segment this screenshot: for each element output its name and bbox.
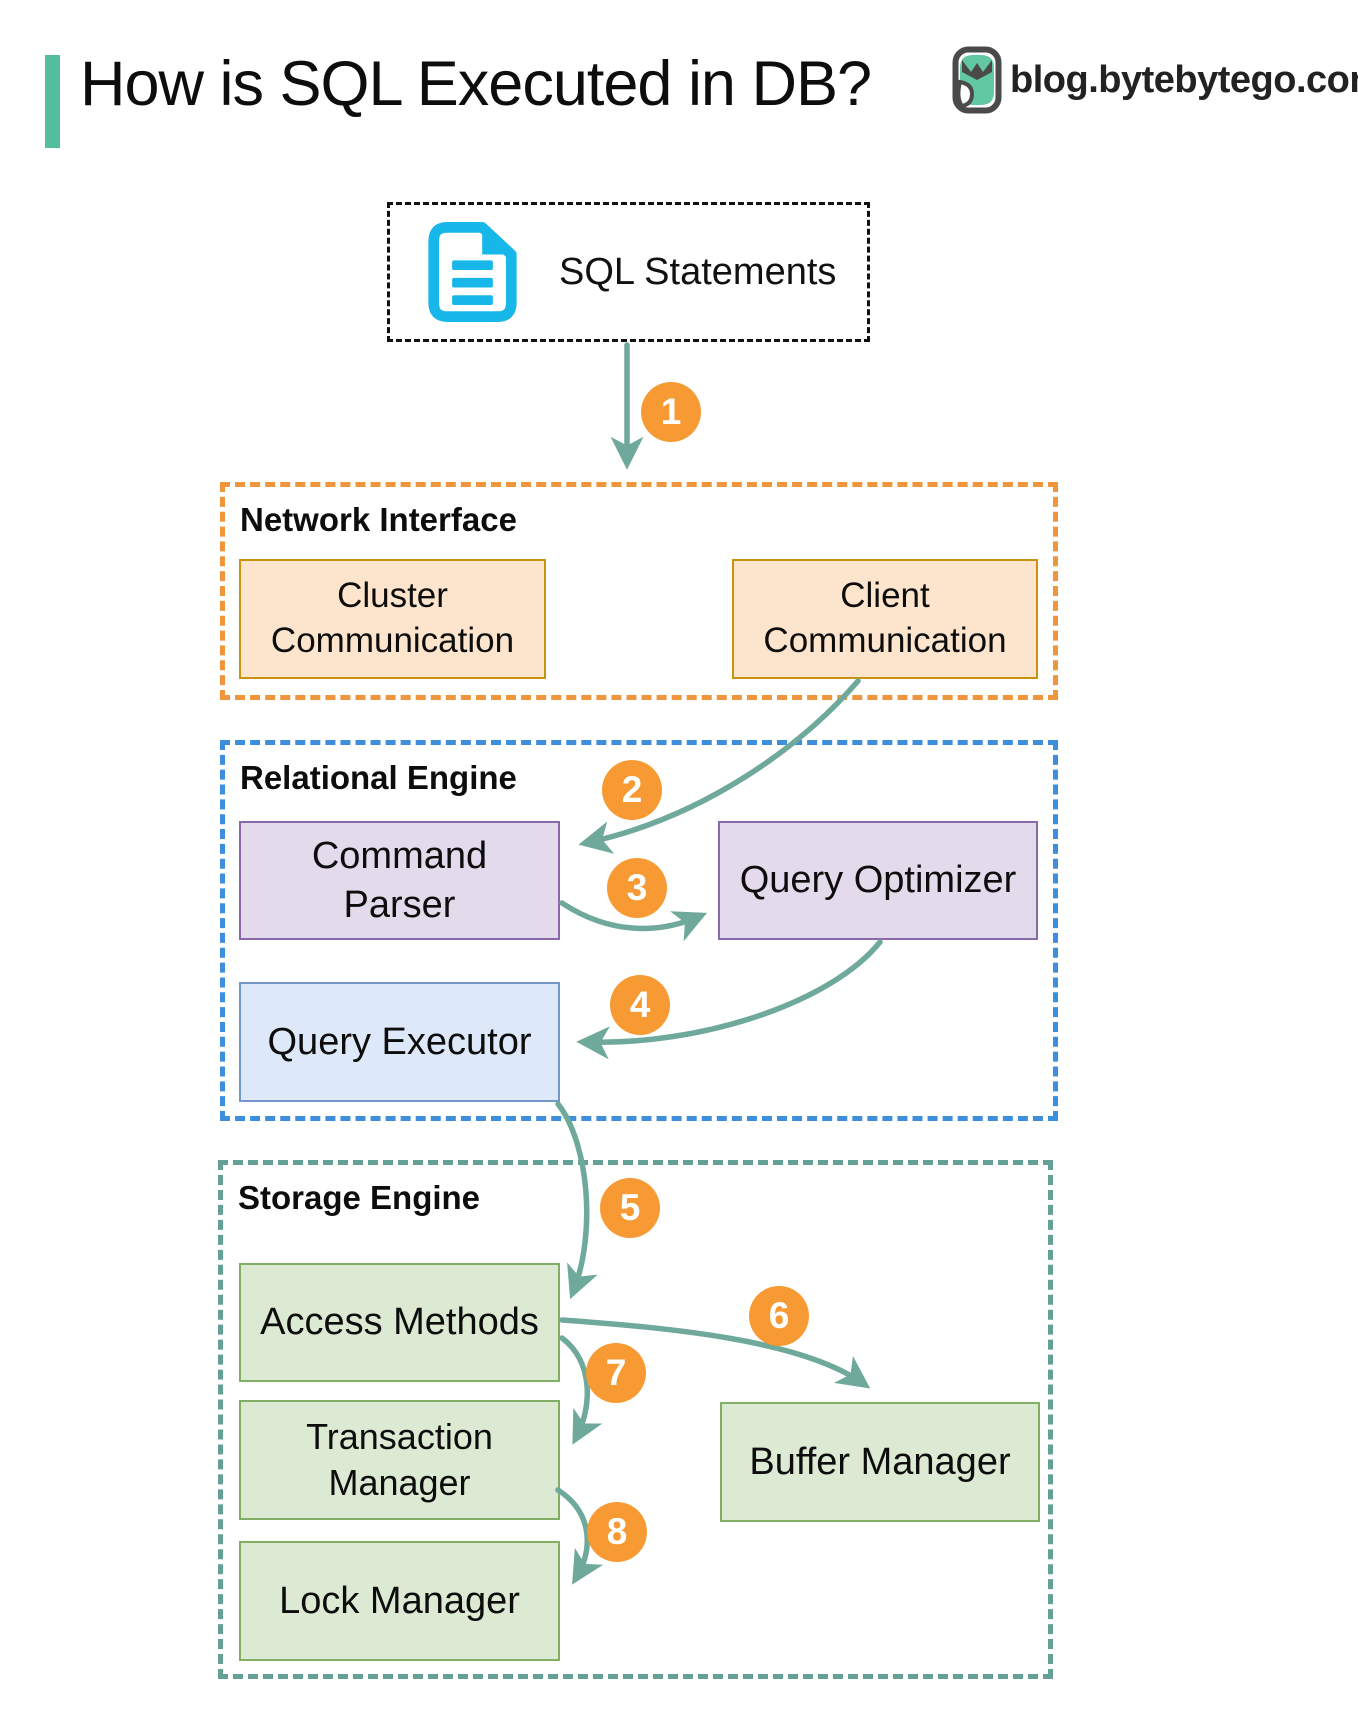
brand: blog.bytebytego.com (952, 46, 1358, 114)
query-executor-box: Query Executor (239, 982, 560, 1102)
relational-engine-title: Relational Engine (240, 759, 517, 796)
step-badge-1: 1 (641, 382, 701, 442)
lock-manager-box: Lock Manager (239, 1541, 560, 1661)
brand-site-text: blog.bytebytego.com (1010, 58, 1358, 101)
step-badge-3: 3 (607, 858, 667, 918)
sql-statements-box: SQL Statements (387, 202, 870, 342)
title-accent-bar (45, 55, 60, 148)
sql-document-icon (428, 222, 517, 322)
page-title: How is SQL Executed in DB? (80, 49, 872, 119)
storage-engine-section: Storage Engine (218, 1160, 1053, 1679)
bytebytego-logo-icon (952, 46, 1002, 114)
step-badge-4: 4 (610, 975, 670, 1035)
command-parser-box: Command Parser (239, 821, 560, 940)
buffer-manager-box: Buffer Manager (720, 1402, 1040, 1522)
network-interface-title: Network Interface (240, 501, 517, 538)
transaction-manager-box: Transaction Manager (239, 1400, 560, 1520)
step-badge-7: 7 (586, 1343, 646, 1403)
step-badge-8: 8 (587, 1502, 647, 1562)
cluster-communication-box: Cluster Communication (239, 559, 546, 679)
sql-statements-label: SQL Statements (559, 250, 837, 293)
query-optimizer-box: Query Optimizer (718, 821, 1038, 940)
storage-engine-title: Storage Engine (238, 1179, 481, 1216)
step-badge-5: 5 (600, 1178, 660, 1238)
access-methods-box: Access Methods (239, 1263, 560, 1382)
step-badge-6: 6 (749, 1286, 809, 1346)
step-badge-2: 2 (602, 760, 662, 820)
client-communication-box: Client Communication (732, 559, 1038, 679)
